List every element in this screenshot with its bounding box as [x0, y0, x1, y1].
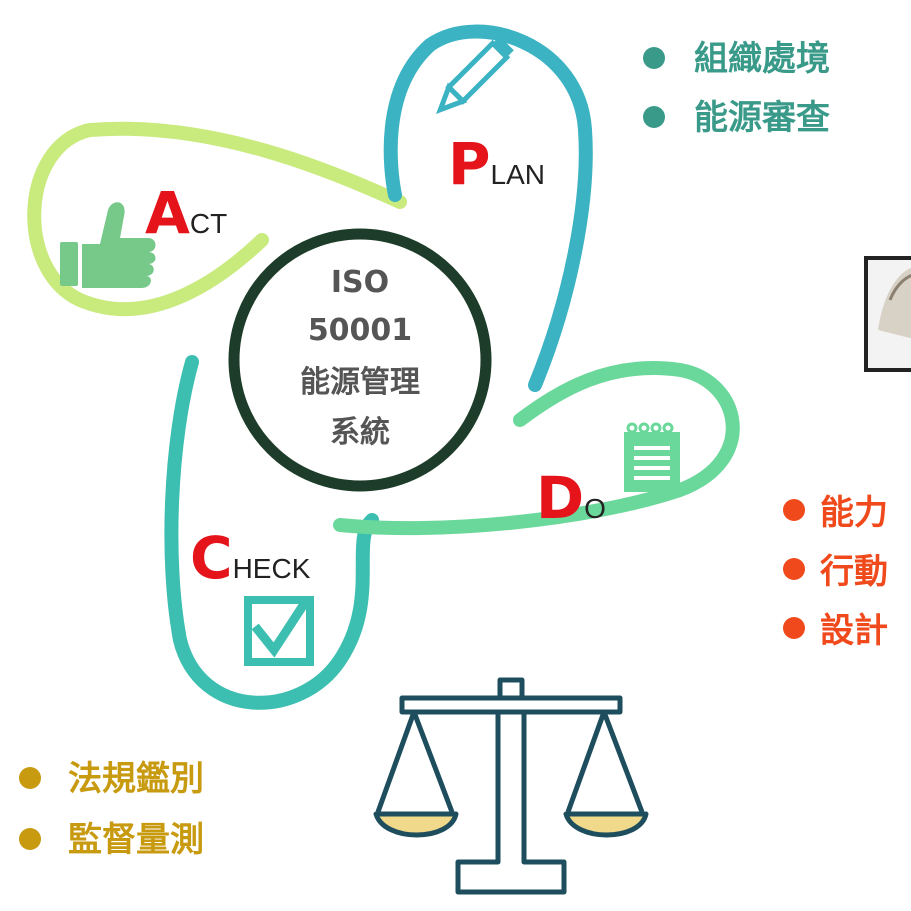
do-bullet-2: 行動	[820, 552, 888, 592]
notepad-icon	[624, 422, 680, 492]
check-rest: HECK	[233, 553, 311, 584]
center-line-1: ISO	[331, 265, 389, 300]
act-rest: CT	[190, 208, 227, 239]
check-initial: C	[190, 524, 233, 592]
act-label: ACT	[145, 179, 227, 247]
do-rest: O	[584, 493, 606, 524]
plan-bullet-1: 組織處境	[694, 39, 830, 79]
check-label: CHECK	[190, 524, 311, 592]
balance-scale-icon	[373, 677, 649, 895]
plan-bullet-list: 組織處境 能源審查	[643, 39, 830, 138]
check-bullet-2: 監督量測	[68, 820, 204, 860]
do-label: DO	[536, 464, 606, 532]
plan-petal	[383, 24, 593, 392]
plan-initial: P	[448, 130, 491, 198]
pencil-icon	[436, 36, 514, 114]
plan-rest: LAN	[491, 159, 545, 190]
do-bullet-1: 能力	[820, 493, 888, 533]
left-pan	[373, 811, 459, 838]
do-bullet-list: 能力 行動 設計	[783, 493, 888, 651]
bullet-dot	[19, 767, 41, 789]
center-ring	[228, 228, 492, 492]
plan-label: PLAN	[448, 130, 545, 198]
check-bullet-list: 法規鑑別 監督量測	[19, 759, 204, 860]
do-initial: D	[536, 464, 584, 532]
bullet-dot	[643, 106, 665, 128]
center-line-4: 系統	[330, 415, 390, 450]
check-bullet-1: 法規鑑別	[68, 759, 204, 799]
bullet-dot	[19, 828, 41, 850]
checkbox-icon	[244, 596, 314, 666]
plan-bullet-2: 能源審查	[694, 98, 830, 138]
act-initial: A	[145, 179, 190, 247]
bullet-dot	[783, 617, 805, 639]
thumbs-up-icon	[60, 202, 156, 288]
act-petal	[27, 121, 407, 317]
center-line-3: 能源管理	[300, 365, 420, 400]
bullet-dot	[783, 558, 805, 580]
bullet-dot	[643, 47, 665, 69]
do-bullet-3: 設計	[820, 611, 888, 651]
right-pan	[563, 811, 649, 838]
check-petal	[164, 355, 379, 710]
do-petal	[333, 361, 740, 536]
bullet-dot	[783, 499, 805, 521]
photo-thumbnail	[864, 256, 911, 372]
center-line-2: 50001	[308, 313, 412, 348]
